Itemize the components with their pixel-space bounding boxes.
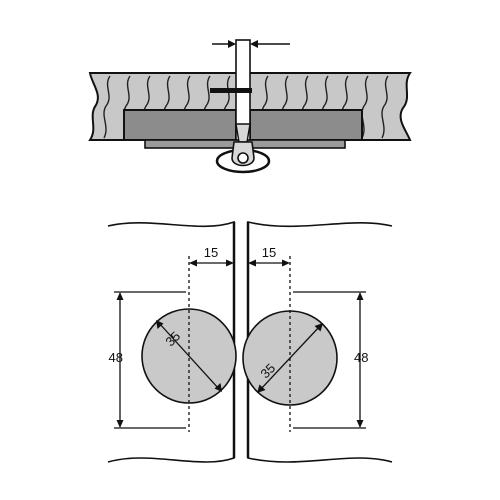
left-height-dimension (114, 291, 186, 429)
retaining-bar (210, 88, 252, 93)
gap-dimension (212, 40, 290, 48)
right-height-dimension (293, 291, 366, 429)
left-diameter-dimension (156, 320, 222, 392)
left-offset-dimension (189, 259, 234, 267)
right-offset-dimension (248, 259, 290, 267)
right-diameter-dimension (257, 323, 323, 393)
drilling-plan-view: 15 15 48 48 (107, 220, 393, 463)
cross-section-view (88, 39, 412, 174)
right-height-label: 48 (354, 350, 368, 365)
hinge-plate-left (123, 109, 237, 141)
knuckle-pivot (237, 152, 249, 164)
left-height-label: 48 (109, 350, 123, 365)
right-offset-label: 15 (262, 245, 276, 260)
left-offset-label: 15 (204, 245, 218, 260)
hinge-plate-right (249, 109, 363, 141)
pin-tip (235, 123, 251, 143)
